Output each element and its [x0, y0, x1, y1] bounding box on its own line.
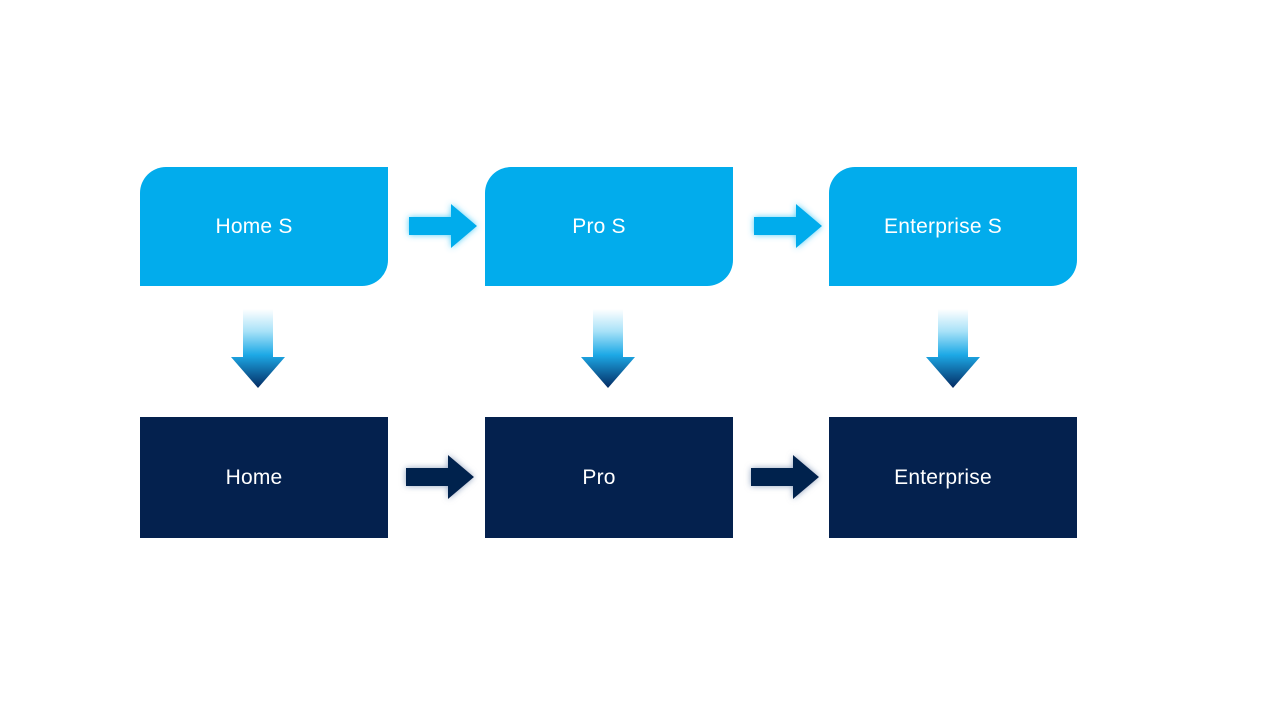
arrow-right-icon-top-1	[407, 201, 479, 251]
node-enterprise-s[interactable]: Enterprise S	[829, 167, 1077, 286]
node-label: Pro	[582, 465, 616, 489]
arrow-down-icon-1	[230, 309, 286, 389]
node-enterprise[interactable]: Enterprise	[829, 417, 1077, 538]
arrow-right-icon-top-2	[752, 201, 824, 251]
arrow-right-icon-bottom-2	[749, 452, 821, 502]
node-pro-s[interactable]: Pro S	[485, 167, 733, 286]
node-label: Enterprise	[894, 465, 992, 489]
arrow-right-icon-bottom-1	[404, 452, 476, 502]
node-home-s[interactable]: Home S	[140, 167, 388, 286]
node-label: Enterprise S	[884, 214, 1002, 238]
arrow-down-icon-3	[925, 309, 981, 389]
node-label: Home S	[215, 214, 293, 238]
node-label: Home	[225, 465, 283, 489]
node-pro[interactable]: Pro	[485, 417, 733, 538]
arrow-down-icon-2	[580, 309, 636, 389]
node-home[interactable]: Home	[140, 417, 388, 538]
node-label: Pro S	[572, 214, 626, 238]
